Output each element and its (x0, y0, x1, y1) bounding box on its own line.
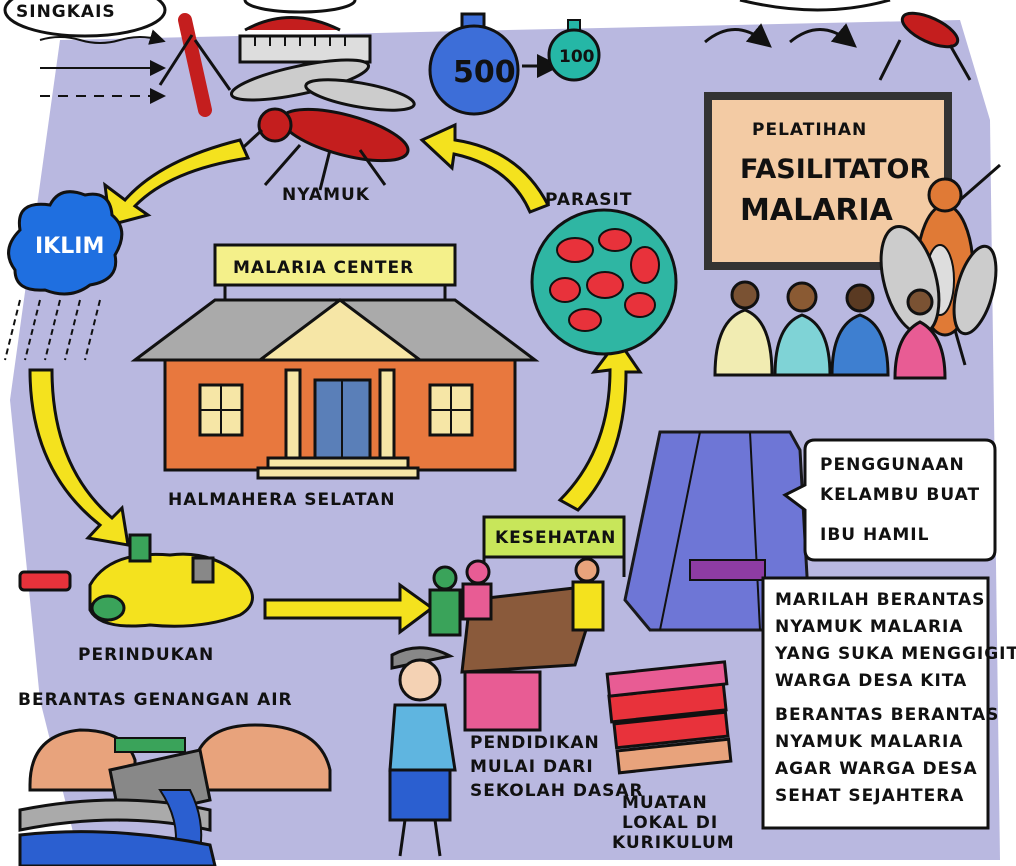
mosquito-icon (878, 11, 972, 81)
curriculum-line-3: KURIKULUM (612, 833, 735, 853)
top-left-bubble: SINGKAIS (3, 0, 167, 38)
top-center-bubble (243, 0, 357, 14)
climate-cloud-icon (4, 190, 124, 361)
top-left-bubble-text: SINGKAIS (16, 2, 116, 22)
net-speech-bubble (782, 438, 997, 562)
wind-lines (39, 29, 166, 104)
ruler-icon (238, 16, 372, 64)
health-sign (482, 515, 626, 559)
parasite-label: PARASIT (545, 190, 632, 210)
drop-small-label: 100 (559, 47, 595, 67)
parasite-icon (530, 208, 678, 356)
health-sign-text: KESEHATAN (495, 528, 616, 548)
net-bubble-line-2: KELAMBU BUAT (820, 485, 980, 505)
cycle-arrows (28, 122, 643, 635)
place-label: HALMAHERA SELATAN (168, 490, 395, 510)
audience-group (713, 280, 947, 380)
campaign-line-6: NYAMUK MALARIA (775, 732, 964, 752)
teacher-figure (388, 646, 457, 857)
board-line-2: FASILITATOR (740, 154, 930, 185)
campaign-line-3: YANG SUKA MENGGIGIT (774, 644, 1016, 664)
campaign-line-4: WARGA DESA KITA (775, 671, 967, 691)
meeting-scene (428, 557, 626, 732)
board-line-3: MALARIA (740, 193, 894, 228)
mosquito-label: NYAMUK (282, 185, 370, 205)
arrow-parasite-to-mosquito (419, 122, 551, 214)
campaign-box (761, 576, 990, 830)
mosquito-icon (229, 58, 416, 191)
curriculum-line-1: MUATAN (622, 793, 708, 813)
education-line-3: SEKOLAH DASAR (470, 781, 644, 801)
arrow-health-to-parasite (557, 337, 643, 512)
curriculum-line-2: LOKAL DI (622, 813, 718, 833)
malaria-center-sign: MALARIA CENTER (233, 258, 414, 278)
board-line-1: PELATIHAN (752, 120, 867, 140)
drop-count: 500 100 (428, 12, 601, 116)
campaign-line-8: SEHAT SEJAHTERA (775, 786, 964, 806)
drain-icon (18, 723, 332, 866)
water-label: BERANTAS GENANGAN AIR (18, 690, 293, 710)
campaign-line-2: NYAMUK MALARIA (775, 617, 964, 637)
breeding-label: PERINDUKAN (78, 645, 214, 665)
climate-label: IKLIM (35, 234, 104, 259)
books-icon (605, 660, 733, 775)
arrow-breeding-to-school (263, 582, 435, 635)
drop-large-label: 500 (453, 55, 516, 90)
malaria-center-building (130, 243, 540, 480)
top-right-bubble (739, 0, 891, 12)
top-right-arrows (704, 23, 857, 48)
mosquito-icon (158, 13, 232, 117)
campaign-line-5: BERANTAS BERANTAS (775, 705, 999, 725)
net-bubble-line-3: IBU HAMIL (820, 525, 929, 545)
education-line-2: MULAI DARI (470, 757, 594, 777)
breeding-site-icon (18, 533, 254, 628)
campaign-line-1: MARILAH BERANTAS (775, 590, 985, 610)
campaign-line-7: AGAR WARGA DESA (775, 759, 978, 779)
net-bubble-line-1: PENGGUNAAN (820, 455, 965, 475)
arrow-mosquito-to-climate (103, 138, 251, 227)
arrow-climate-to-breeding (28, 368, 130, 547)
education-line-1: PENDIDIKAN (470, 733, 600, 753)
